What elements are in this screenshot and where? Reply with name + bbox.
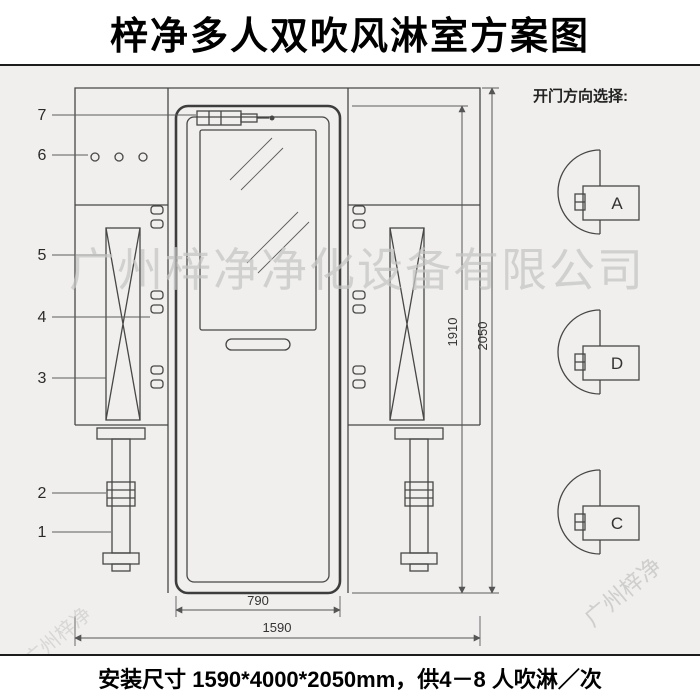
dimension-door-height: 1910 [352,105,499,594]
foot-plate [400,552,438,565]
dim-overall-width-value: 1590 [263,620,292,635]
install-spec-text: 安装尺寸 1590*4000*2050mm，供4－8 人吹淋／次 [98,667,602,692]
door-glass-window [199,129,317,331]
spray-nozzles-right [352,205,366,389]
dimension-door-width: 790 [175,593,341,617]
callout-5: 5 [38,247,47,264]
leg-adjuster [404,481,434,507]
right-leg [394,427,444,572]
dimension-overall-width: 1590 [74,616,481,646]
callout-2: 2 [38,485,47,502]
callout-1: 1 [38,524,47,541]
leg-adjuster [106,481,136,507]
door-option-c: C [557,469,640,555]
dimension-overall-height: 2050 [475,87,499,594]
spray-nozzles-left [150,205,164,389]
foot-plate [102,552,140,565]
door-direction-label: 开门方向选择: [533,87,628,105]
callout-7: 7 [38,107,47,124]
right-filter-grille [389,227,425,421]
dim-door-width-value: 790 [247,593,269,608]
door-option-d-label: D [611,354,623,373]
dim-door-height-value: 1910 [445,318,460,347]
left-leg [96,427,146,572]
watermark-company: 广州梓净净化设备有限公司 [69,244,645,296]
callout-6: 6 [38,147,47,164]
callout-4: 4 [38,309,47,326]
callout-3: 3 [38,370,47,387]
door-direction-panel: 开门方向选择: A D [533,87,640,555]
footer-spec: 安装尺寸 1590*4000*2050mm，供4－8 人吹淋／次 [0,654,700,700]
left-filter-grille [105,227,141,421]
entrance-door [174,104,342,595]
cabinet-outline [74,87,481,593]
page-header: 梓净多人双吹风淋室方案图 [0,0,700,66]
callout-labels: 7 6 5 4 3 2 1 [38,107,196,541]
door-option-c-label: C [611,514,623,533]
door-handle [225,338,291,351]
door-option-a: A [557,149,640,235]
indicator-lights [90,152,148,162]
watermarks: 广州梓净净化设备有限公司 广州梓净 广州梓净 [20,244,667,672]
watermark-brand-bottom-right: 广州梓净 [579,552,666,631]
page-title: 梓净多人双吹风淋室方案图 [109,15,590,58]
door-option-d: D [557,309,640,395]
door-option-a-label: A [611,194,623,213]
dim-overall-height-value: 2050 [475,322,490,351]
door-closer [196,110,275,126]
